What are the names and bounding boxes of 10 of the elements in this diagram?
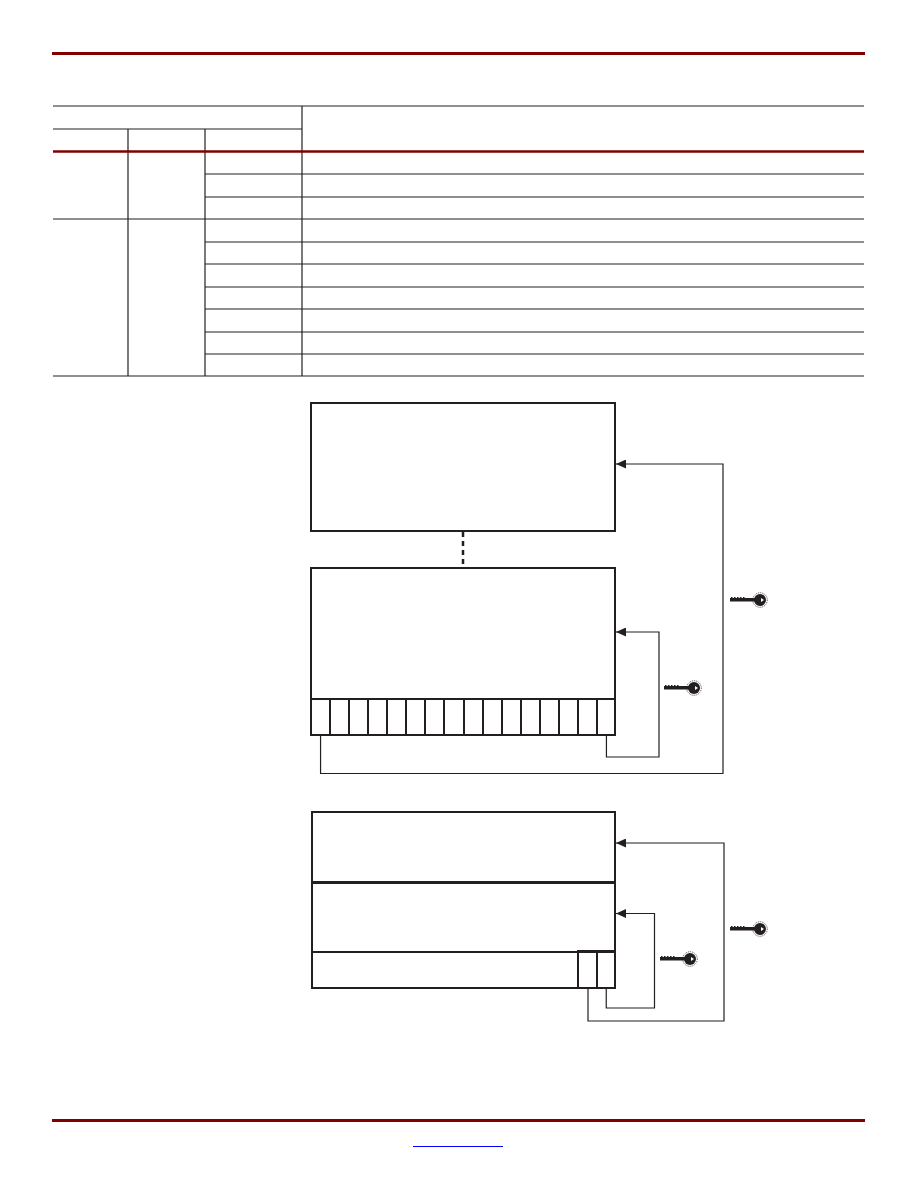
connector-arrow [605,627,660,758]
bit-cell [577,950,598,989]
top-band [311,811,616,884]
connector-arrow [587,838,725,1022]
middle-band [311,880,616,953]
lower-block [310,567,616,736]
bottom-band [311,950,616,989]
dashed-connector [461,532,465,567]
upper-block [310,402,616,532]
connector-arrow [605,909,656,1009]
